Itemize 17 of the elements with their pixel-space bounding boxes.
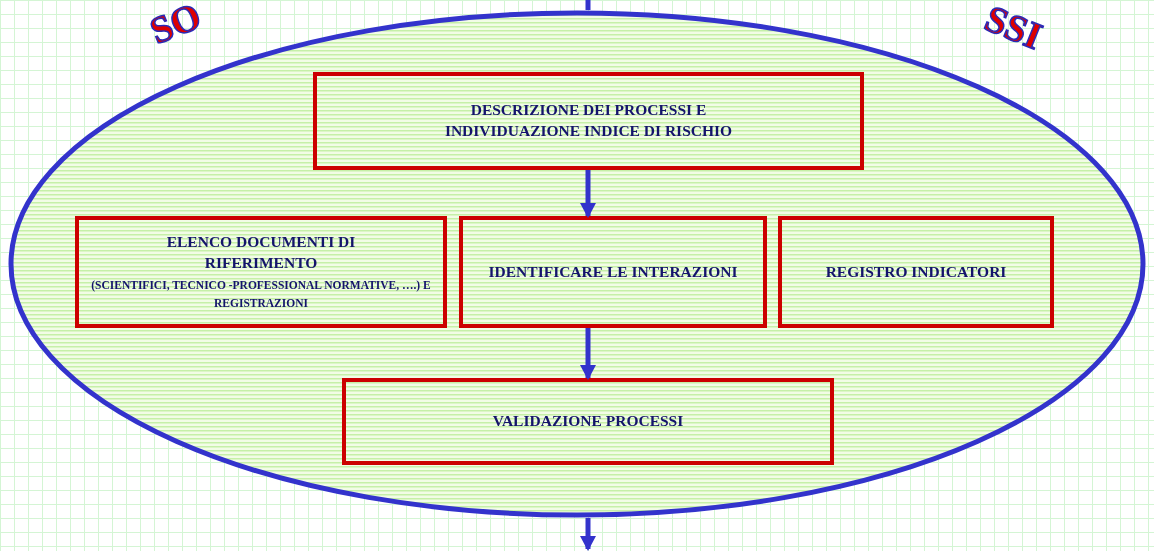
arrow bbox=[580, 170, 596, 218]
box-text: VALIDAZIONE PROCESSI bbox=[492, 411, 684, 432]
title-fragment: SSI bbox=[979, 0, 1048, 56]
box-text: IDENTIFICARE LE INTERAZIONI bbox=[488, 261, 738, 282]
box-text: ELENCO DOCUMENTI DI RIFERIMENTO bbox=[165, 231, 357, 273]
arrow bbox=[580, 328, 596, 380]
process-box bbox=[75, 216, 447, 328]
connector-line bbox=[585, 0, 591, 11]
arrow bbox=[580, 517, 596, 551]
process-box bbox=[459, 216, 767, 328]
process-box bbox=[313, 72, 864, 170]
process-box bbox=[778, 216, 1054, 328]
box-text: (SCIENTIFICI, TECNICO -PROFESSIONAL NORMATIVE, ….) E REGISTRAZIONI bbox=[91, 277, 431, 311]
box-text: DESCRIZIONE DEI PROCESSI E INDIVIDUAZIONE INDICE DI RISCHIO bbox=[443, 100, 734, 141]
process-box bbox=[342, 378, 834, 465]
title-fragment: SO bbox=[144, 0, 206, 51]
box-text: REGISTRO INDICATORI bbox=[825, 261, 1007, 282]
